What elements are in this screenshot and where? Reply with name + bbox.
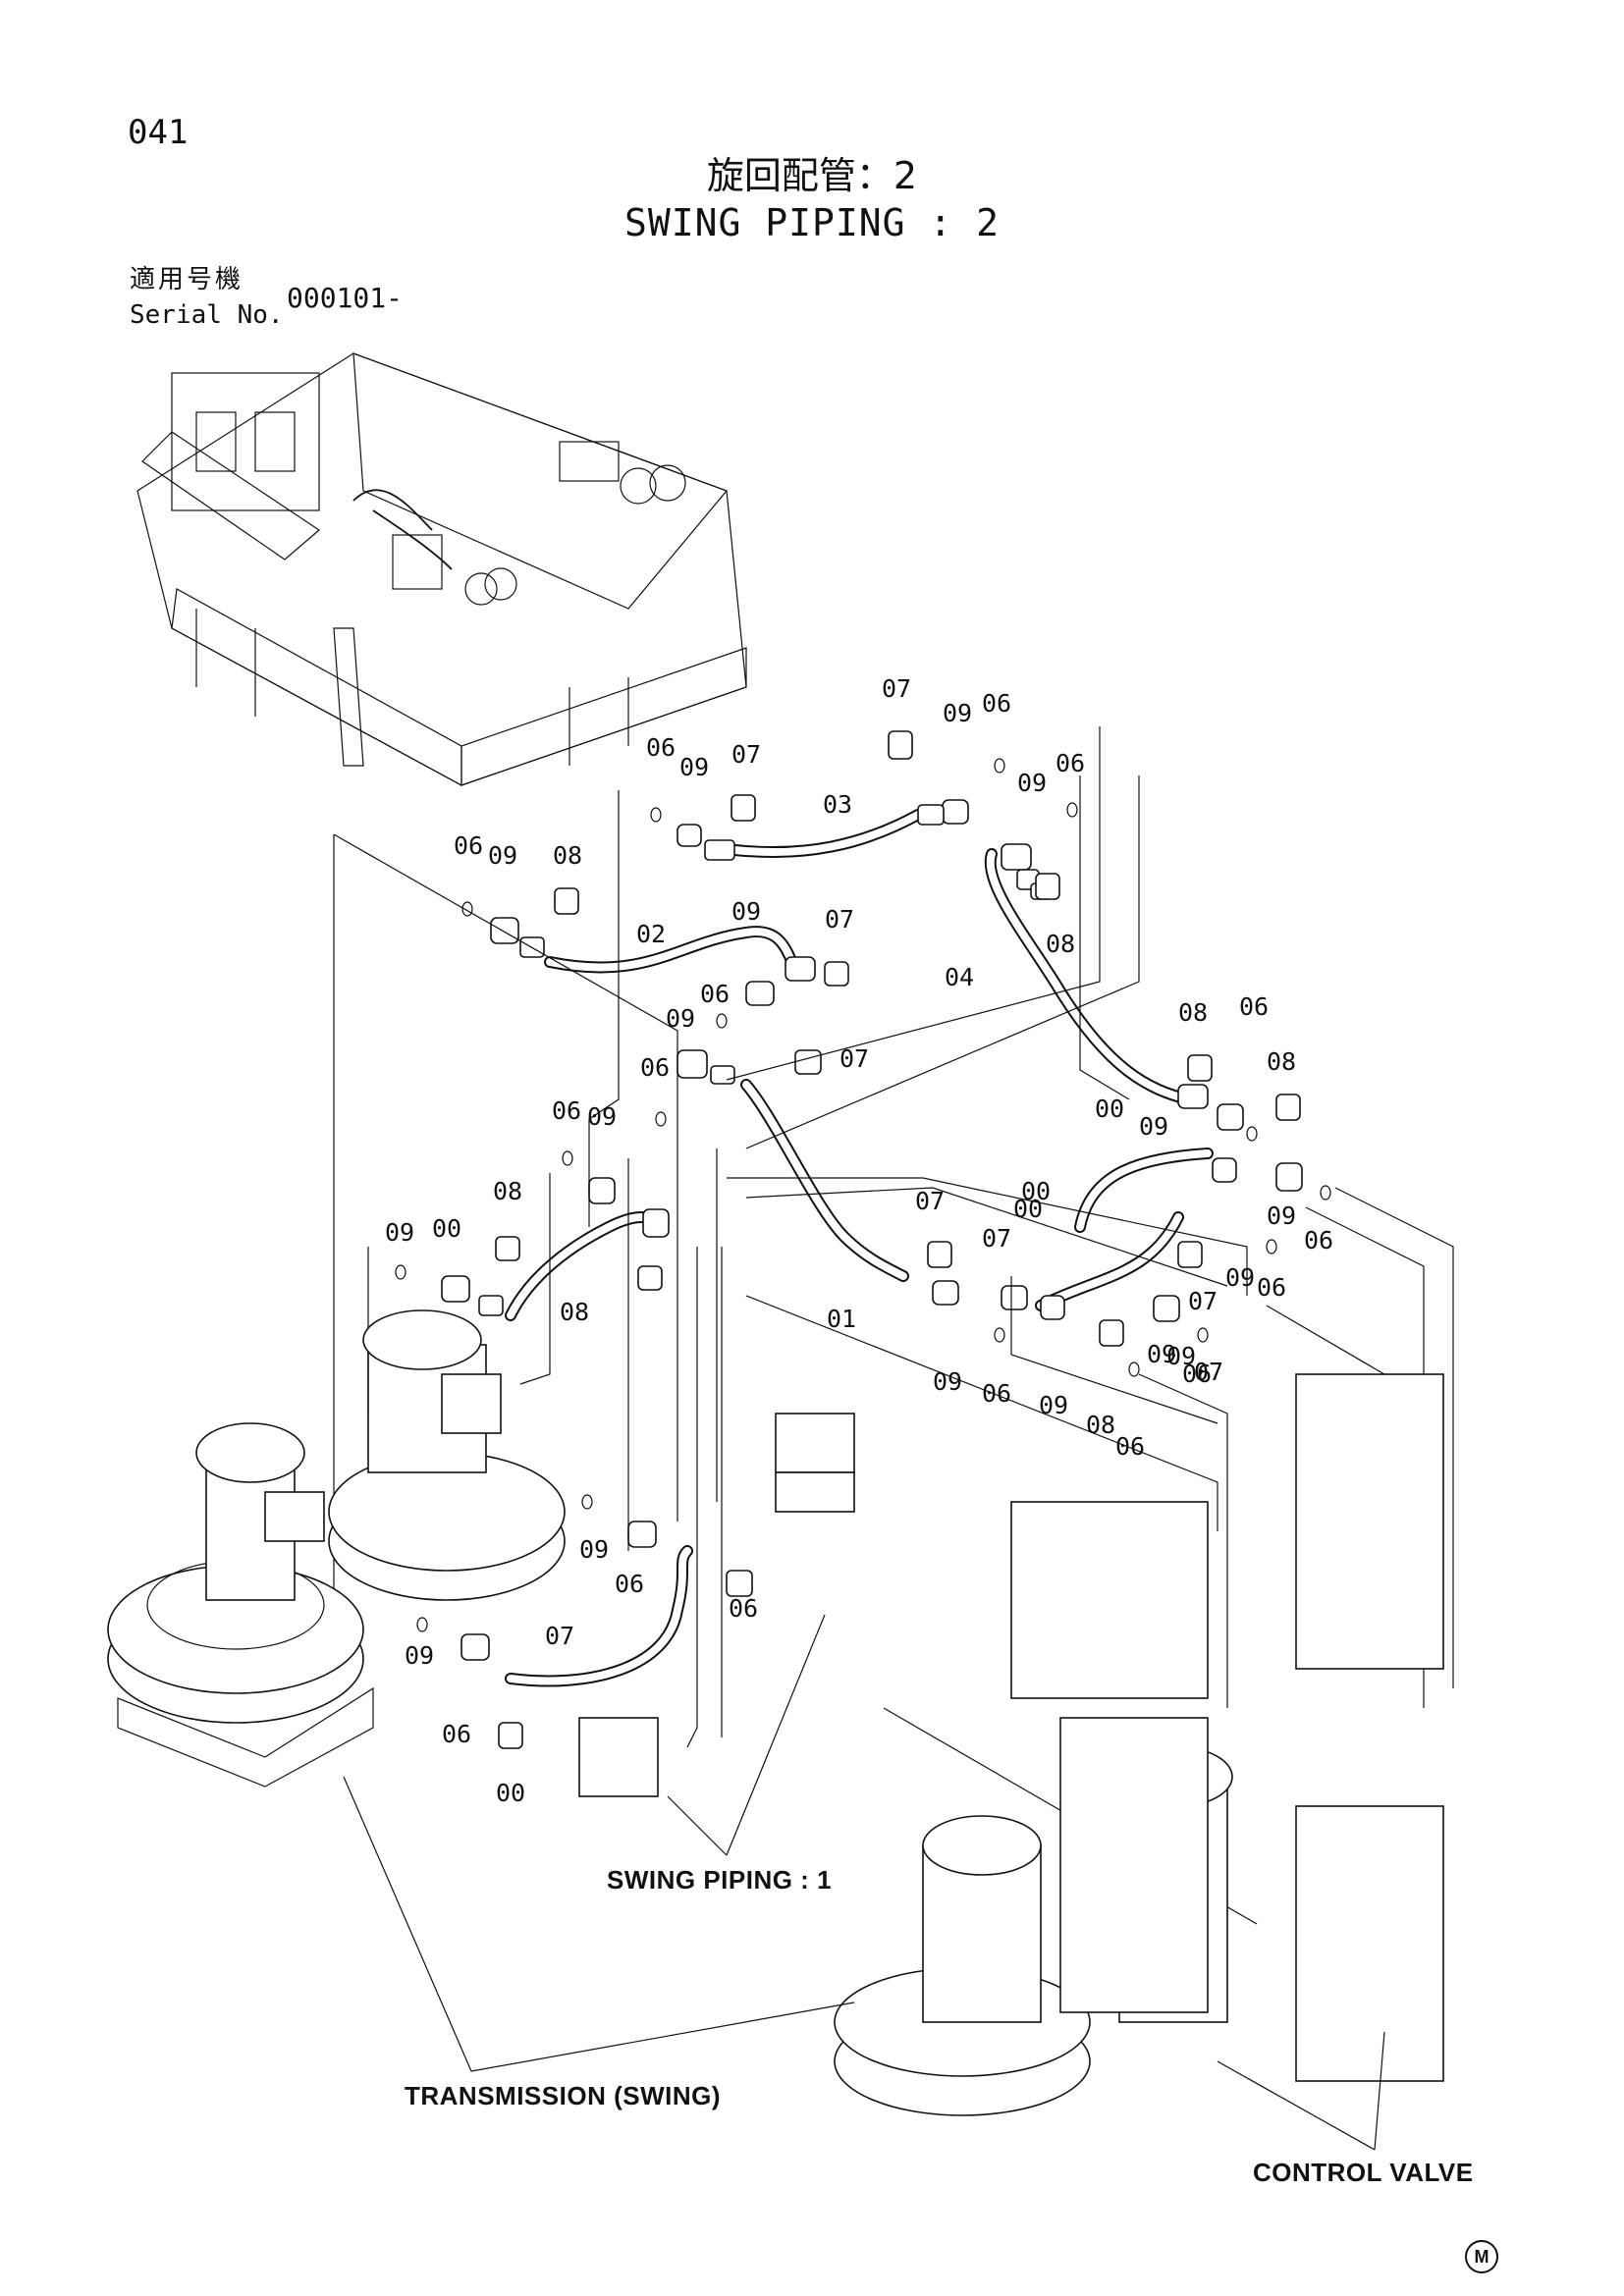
callout-label: 00 <box>1095 1095 1124 1123</box>
callout-label: 06 <box>729 1594 758 1623</box>
callout-label: 09 <box>1017 769 1047 797</box>
serial-number: 000101- <box>287 282 404 314</box>
callout-label: 06 <box>700 980 730 1008</box>
callout-label: 06 <box>1115 1432 1145 1461</box>
callout-label: 08 <box>1046 930 1075 958</box>
callout-label: 09 <box>679 753 709 781</box>
callout-label: 07 <box>731 740 761 769</box>
callout-label: 07 <box>915 1187 945 1215</box>
callout-label: 06 <box>1056 749 1085 777</box>
callout-label: 06 <box>454 831 483 860</box>
callout-label: 00 <box>496 1779 525 1807</box>
callout-label: 03 <box>823 790 852 819</box>
callout-label: 09 <box>1225 1263 1255 1292</box>
callout-label: 09 <box>1147 1340 1176 1368</box>
callout-label: 00 <box>1021 1177 1051 1205</box>
callout-label: 00 <box>432 1214 461 1243</box>
callout-label: 09 <box>1039 1391 1068 1419</box>
hose-03 <box>721 809 924 859</box>
callout-label: 07 <box>1194 1358 1223 1386</box>
machine-overview-illustration <box>136 352 747 787</box>
page-number: 041 <box>128 113 189 152</box>
serial-label-japanese: 適用号機 <box>130 265 244 294</box>
serial-label: Serial No. <box>130 300 284 330</box>
callout-label: 00 <box>1013 1195 1043 1223</box>
callout-label: 04 <box>945 963 974 991</box>
callout-label: 02 <box>636 920 666 948</box>
callout-label: 09 <box>666 1004 695 1033</box>
maker-mark: M <box>1465 2240 1498 2273</box>
leader-lines <box>343 1614 1385 2151</box>
callout-label: 09 <box>587 1102 617 1131</box>
callout-label: 06 <box>552 1096 581 1125</box>
hose-00-upper-right <box>1035 1148 1214 1311</box>
callout-label: 09 <box>385 1218 414 1247</box>
callout-label: 01 <box>827 1305 856 1333</box>
callout-label: 09 <box>933 1367 962 1396</box>
hose-04 <box>984 848 1194 1105</box>
callout-label: 08 <box>1267 1047 1296 1076</box>
callout-label: 09 <box>405 1641 434 1670</box>
callout-label: 06 <box>640 1053 670 1082</box>
callouts: 07 09 06 06 09 07 03 09 06 06 09 08 08 0… <box>385 674 1333 1807</box>
label-transmission-swing: TRANSMISSION (SWING) <box>405 2081 721 2110</box>
transmission-bottom-right <box>834 1717 1233 2116</box>
callout-label: 08 <box>553 841 582 870</box>
page-title: SWING PIPING : 2 <box>623 201 1001 244</box>
callout-label: 06 <box>646 733 676 762</box>
callout-label: 08 <box>493 1177 522 1205</box>
swing-piping-1-blocks <box>578 1413 855 1797</box>
swing-motor-left <box>107 1422 374 1788</box>
callout-label: 07 <box>882 674 911 703</box>
routing-lines <box>333 726 1454 1925</box>
fittings <box>441 799 1303 1661</box>
control-valve <box>1010 1373 1444 2082</box>
callout-label: 09 <box>1267 1201 1296 1230</box>
callout-label: 06 <box>615 1570 644 1598</box>
callout-label: 09 <box>488 841 517 870</box>
callout-label: 06 <box>1257 1273 1286 1302</box>
callout-label: 07 <box>825 905 854 934</box>
callout-label: 07 <box>839 1044 869 1073</box>
label-control-valve: CONTROL VALVE <box>1253 2158 1474 2187</box>
hose-02 <box>544 926 801 978</box>
label-swing-piping-1: SWING PIPING : 1 <box>607 1865 833 1895</box>
callout-label: 07 <box>982 1224 1011 1253</box>
callout-label: 08 <box>1178 998 1208 1027</box>
callout-label: 06 <box>1239 992 1269 1021</box>
hose-00-lower <box>505 1545 693 1687</box>
callout-label: 07 <box>1188 1287 1218 1315</box>
callout-label: 09 <box>731 897 761 926</box>
callout-label: 06 <box>1182 1360 1212 1388</box>
callout-label: 07 <box>545 1622 574 1650</box>
callout-label: 09 <box>579 1535 609 1564</box>
callout-label: 06 <box>1304 1226 1333 1255</box>
callout-label: 06 <box>442 1720 471 1748</box>
callout-label: 08 <box>560 1298 589 1326</box>
hose-01 <box>740 1079 909 1282</box>
callout-label: 08 <box>1086 1411 1115 1439</box>
callout-label: 06 <box>982 1379 1011 1408</box>
callout-label: 09 <box>1166 1342 1196 1370</box>
o-rings <box>395 758 1331 1632</box>
swing-motor-right <box>328 1309 566 1601</box>
callout-label: 09 <box>1139 1112 1168 1141</box>
page-title-japanese: 旋回配管：2 <box>706 154 918 197</box>
callout-label: 09 <box>943 699 972 727</box>
callout-label: 06 <box>982 689 1011 718</box>
